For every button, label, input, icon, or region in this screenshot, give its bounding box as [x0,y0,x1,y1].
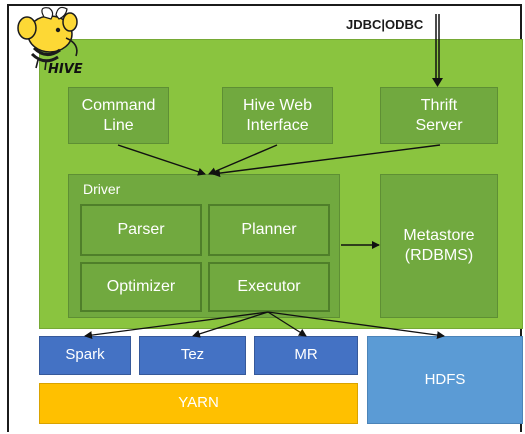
optimizer-box: Optimizer [80,262,202,312]
optimizer-label: Optimizer [106,278,176,295]
hive-logo-icon [17,6,78,71]
mr-label: MR [294,346,318,364]
yarn-label: YARN [178,394,219,412]
arrow-executor-to-spark [84,311,269,340]
arrow-command-line-to-driver [117,144,206,176]
jdbc-odbc-label: JDBC|ODBC [346,17,424,32]
arrow-executor-to-tez [192,311,269,338]
arrow-executor-to-hdfs [267,311,445,340]
tez-label: Tez [180,346,205,364]
hdfs-box: HDFS [367,336,523,424]
metastore-label: Metastore (RDBMS) [403,227,475,264]
arrow-thrift-to-driver [212,144,441,178]
parser-box: Parser [80,204,202,256]
driver-label: Driver [83,181,121,197]
spark-box: Spark [39,336,131,375]
executor-box: Executor [208,262,330,312]
yarn-box: YARN [39,383,358,424]
jdbc-input-arrow [432,14,443,87]
spark-label: Spark [65,346,105,364]
thrift-server-box: Thrift Server [380,87,498,144]
hdfs-label: HDFS [424,370,466,388]
parser-label: Parser [117,221,165,238]
command-line-label: Command Line [81,96,156,134]
tez-box: Tez [139,336,246,375]
hive-web-interface-label: Hive Web Interface [242,96,313,134]
mr-box: MR [254,336,358,375]
planner-box: Planner [208,204,330,256]
command-line-box: Command Line [68,87,169,144]
hive-web-interface-box: Hive Web Interface [222,87,333,144]
planner-label: Planner [241,221,297,238]
thrift-server-label: Thrift Server [415,96,463,134]
executor-label: Executor [237,278,301,295]
metastore-box: Metastore (RDBMS) [380,174,498,318]
hive-logo-text: HIVE [48,62,83,77]
arrow-executor-to-mr [267,311,307,337]
